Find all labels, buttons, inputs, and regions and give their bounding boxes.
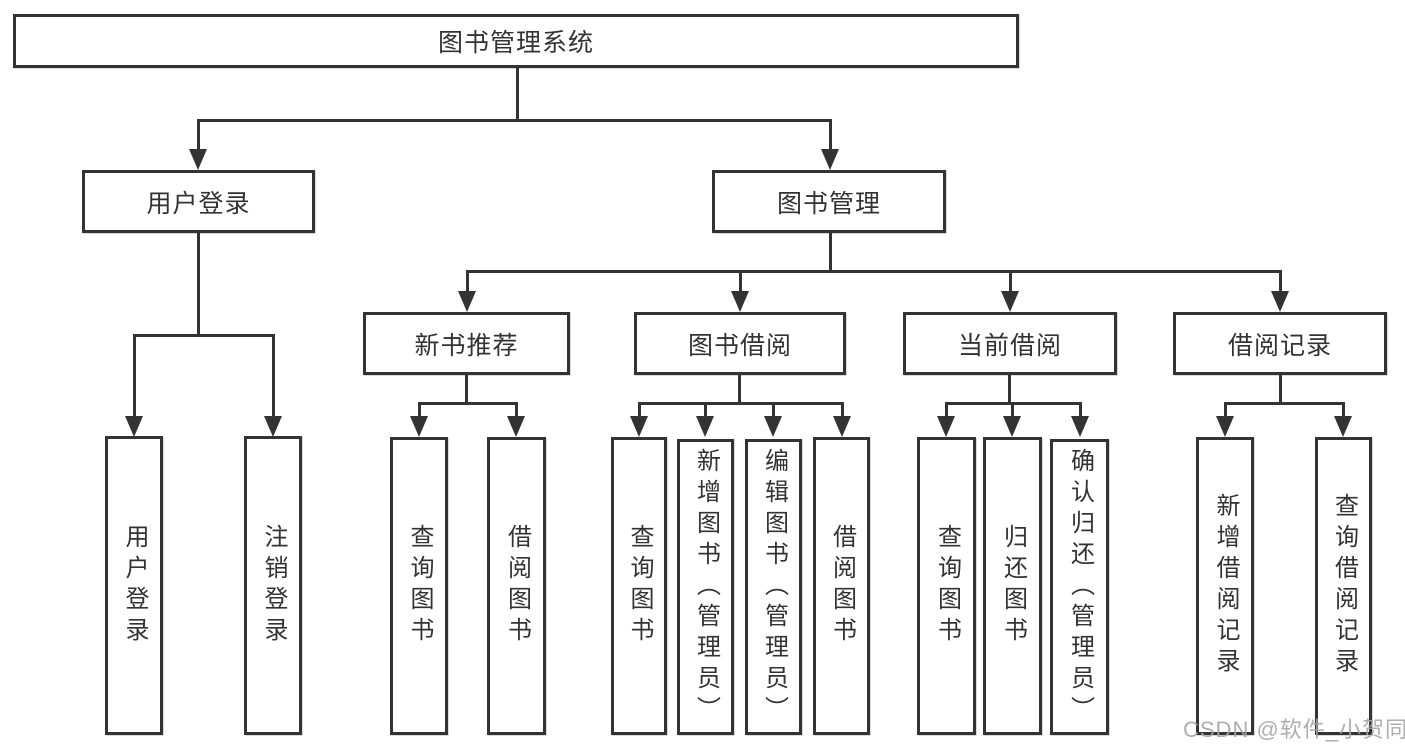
connector-drop bbox=[418, 402, 421, 418]
leaf-query-book-borrow: 查询图书 bbox=[611, 437, 667, 735]
node-current-borrow: 当前借阅 bbox=[903, 312, 1117, 375]
arrowhead-leaf bbox=[1071, 416, 1089, 437]
node-label: 当前借阅 bbox=[957, 331, 1062, 360]
node-borrow-records: 借阅记录 bbox=[1173, 312, 1387, 375]
connector-drop bbox=[1224, 402, 1227, 418]
leaf-label: 确认归还（管理员） bbox=[1066, 447, 1094, 727]
node-label: 借阅记录 bbox=[1227, 331, 1332, 360]
connector-new-book-stem bbox=[465, 374, 468, 404]
arrowhead-book-borrow bbox=[731, 291, 749, 312]
leaf-confirm-return-admin: 确认归还（管理员） bbox=[1050, 439, 1109, 735]
leaf-label: 借阅图书 bbox=[503, 524, 531, 648]
leaf-label: 用户登录 bbox=[121, 523, 148, 648]
arrowhead-book-management bbox=[821, 149, 839, 170]
leaf-return-book: 归还图书 bbox=[983, 437, 1042, 735]
connector-book-management-stem bbox=[829, 232, 832, 272]
connector-drop-current-borrow bbox=[1009, 270, 1012, 294]
connector-borrow-records-stem bbox=[1279, 374, 1282, 404]
connector-drop bbox=[1342, 402, 1345, 418]
connector-book-borrow-stem bbox=[738, 374, 741, 404]
leaf-label: 借阅图书 bbox=[828, 524, 856, 648]
connector-drop-leaf-user-login bbox=[133, 334, 136, 418]
leaf-label: 新增借阅记录 bbox=[1212, 493, 1239, 679]
connector-drop bbox=[772, 402, 775, 418]
connector-drop bbox=[1079, 402, 1082, 418]
arrowhead-leaf bbox=[630, 416, 648, 437]
leaf-label: 注销登录 bbox=[260, 523, 287, 648]
connector-drop bbox=[515, 402, 518, 418]
arrowhead-leaf bbox=[507, 416, 525, 437]
arrowhead-user-login bbox=[189, 149, 207, 170]
connector-current-borrow-stem bbox=[1008, 374, 1011, 404]
node-new-book-recommend: 新书推荐 bbox=[363, 312, 570, 375]
leaf-user-login: 用户登录 bbox=[105, 436, 163, 735]
connector-user-login-stem bbox=[197, 232, 200, 336]
csdn-watermark: CSDN @软件_小贺同学 bbox=[1183, 717, 1405, 742]
arrowhead-leaf bbox=[410, 416, 428, 437]
connector-level3-rail bbox=[466, 270, 1282, 273]
leaf-label: 查询图书 bbox=[626, 524, 653, 648]
leaf-label: 查询图书 bbox=[406, 524, 433, 648]
leaf-label: 新增图书（管理员） bbox=[692, 447, 720, 727]
connector-new-book-rail bbox=[418, 402, 518, 405]
connector-drop-user-login bbox=[197, 119, 200, 151]
arrowhead-leaf bbox=[1003, 416, 1021, 437]
connector-root-stem bbox=[516, 67, 519, 121]
connector-drop bbox=[704, 402, 707, 418]
connector-drop bbox=[945, 402, 948, 418]
connector-drop bbox=[841, 402, 844, 418]
arrowhead-leaf bbox=[833, 416, 851, 437]
connector-drop-book-management bbox=[829, 119, 832, 151]
arrowhead-leaf-logout bbox=[264, 416, 282, 437]
connector-drop-leaf-logout bbox=[272, 334, 275, 418]
leaf-borrow-book-recommend: 借阅图书 bbox=[487, 437, 546, 735]
leaf-label: 编辑图书（管理员） bbox=[760, 447, 788, 727]
leaf-label: 归还图书 bbox=[999, 524, 1027, 648]
connector-drop bbox=[1011, 402, 1014, 418]
leaf-query-book-recommend: 查询图书 bbox=[390, 437, 448, 735]
connector-drop bbox=[638, 402, 641, 418]
connector-book-borrow-rail bbox=[638, 402, 844, 405]
arrowhead-leaf bbox=[937, 416, 955, 437]
connector-level2-rail bbox=[197, 119, 832, 122]
node-label: 用户登录 bbox=[146, 189, 251, 218]
node-book-management: 图书管理 bbox=[712, 170, 946, 233]
arrowhead-current-borrow bbox=[1001, 291, 1019, 312]
arrowhead-leaf bbox=[764, 416, 782, 437]
node-label: 图书借阅 bbox=[687, 331, 792, 360]
leaf-borrow-book: 借阅图书 bbox=[813, 437, 870, 735]
node-user-login: 用户登录 bbox=[82, 170, 315, 233]
connector-drop-borrow-records bbox=[1279, 270, 1282, 294]
leaf-add-borrow-record: 新增借阅记录 bbox=[1196, 437, 1254, 735]
leaf-label: 查询借阅记录 bbox=[1330, 493, 1358, 679]
node-label: 图书管理 bbox=[776, 189, 881, 218]
connector-borrow-records-rail bbox=[1224, 402, 1345, 405]
leaf-query-book-current: 查询图书 bbox=[917, 437, 976, 735]
connector-drop-book-borrow bbox=[739, 270, 742, 294]
node-label: 新书推荐 bbox=[414, 331, 519, 360]
node-book-borrow: 图书借阅 bbox=[634, 312, 846, 375]
connector-user-login-rail bbox=[133, 334, 275, 337]
leaf-logout: 注销登录 bbox=[244, 436, 302, 735]
arrowhead-leaf bbox=[696, 416, 714, 437]
arrowhead-new-book bbox=[458, 291, 476, 312]
arrowhead-leaf bbox=[1216, 416, 1234, 437]
node-label: 图书管理系统 bbox=[437, 29, 594, 57]
arrowhead-leaf-user-login bbox=[125, 416, 143, 437]
leaf-query-borrow-record: 查询借阅记录 bbox=[1315, 437, 1372, 735]
arrowhead-leaf bbox=[1334, 416, 1352, 437]
leaf-add-book-admin: 新增图书（管理员） bbox=[677, 439, 734, 735]
node-library-management-system: 图书管理系统 bbox=[13, 14, 1019, 68]
connector-drop-new-book bbox=[466, 270, 469, 294]
leaf-label: 查询图书 bbox=[933, 524, 961, 648]
arrowhead-borrow-records bbox=[1271, 291, 1289, 312]
leaf-edit-book-admin: 编辑图书（管理员） bbox=[745, 439, 802, 735]
